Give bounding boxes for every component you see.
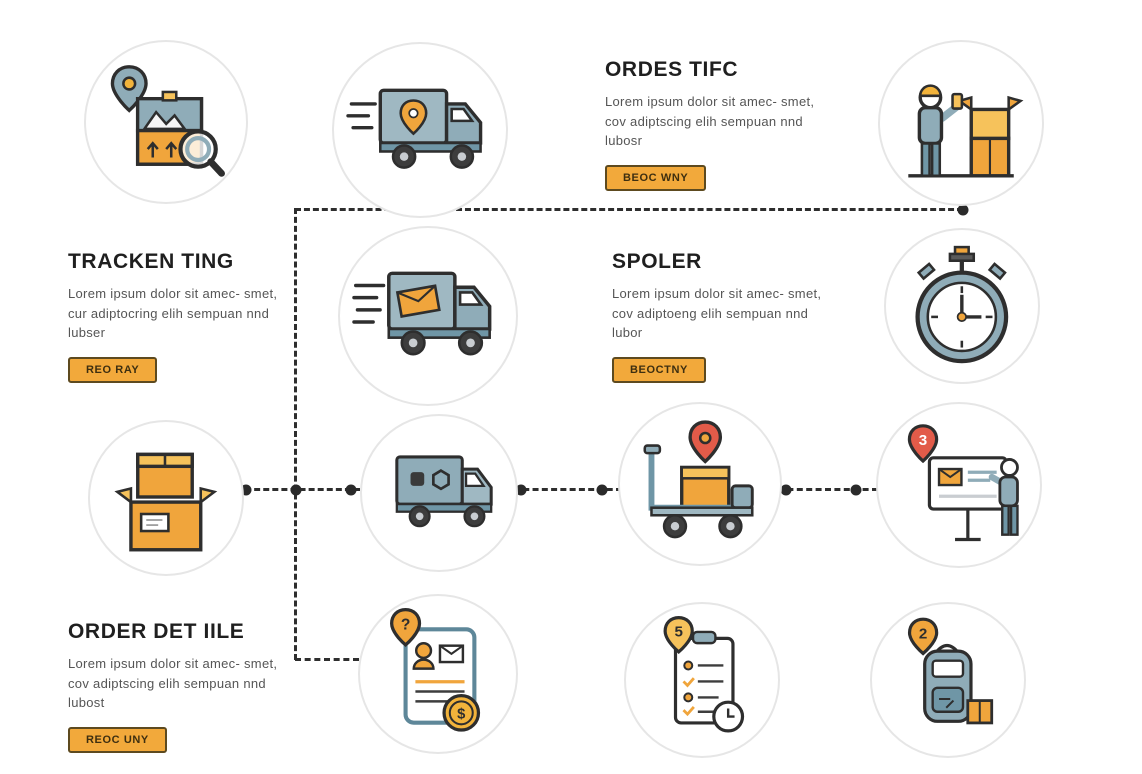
section-order-detile: ORDER DET IILE Lorem ipsum dolor sit ame… (68, 620, 286, 753)
icon-circle-trolley (618, 402, 782, 566)
connector-top-horizontal (295, 208, 963, 211)
section-spoler: SPOLER Lorem ipsum dolor sit amec- smet,… (612, 250, 830, 383)
section-title: SPOLER (612, 250, 702, 273)
clipboard-pin-number: 5 (675, 624, 683, 641)
section-body: Lorem ipsum dolor sit amec- smet, cur ad… (68, 286, 278, 340)
person-packing-boxes-icon (908, 84, 1024, 178)
board-pin-number: 3 (919, 432, 927, 449)
connector-dot (515, 484, 527, 496)
express-mail-truck-icon (352, 271, 492, 356)
icon-circle-invoice: ? $ (358, 594, 518, 754)
section-button[interactable]: REOC UNY (68, 726, 167, 753)
invoice-document-icon: ? $ (390, 608, 481, 733)
section-title: ORDES TIFC (605, 58, 739, 81)
icon-circle-express-truck (338, 226, 518, 406)
section-button[interactable]: BEOCTNY (612, 356, 706, 383)
icon-circle-backpack: 2 (870, 602, 1026, 758)
icon-circle-cargo-truck (360, 414, 518, 572)
section-body: Lorem ipsum dolor sit amec- smet, cov ad… (605, 94, 815, 148)
backpack-pin-number: 2 (919, 625, 927, 642)
connector-dot (345, 484, 357, 496)
icon-circle-boxes (88, 420, 244, 576)
section-button[interactable]: REO RAY (68, 356, 158, 383)
connector-dot (780, 484, 792, 496)
connector-dot (290, 484, 302, 496)
cargo-truck-icon (395, 455, 494, 528)
section-title: ORDER DET IILE (68, 620, 245, 643)
section-body: Lorem ipsum dolor sit amec- smet, cov ad… (612, 286, 822, 340)
connector-left-vertical (294, 208, 297, 660)
stopwatch-icon (915, 245, 1009, 364)
connector-dot (850, 484, 862, 496)
coin-symbol: $ (458, 707, 466, 723)
connector-dot (240, 484, 252, 496)
connector-mid-2 (514, 488, 622, 491)
stacked-boxes-icon (114, 452, 218, 552)
icon-circle-checklist: 5 (624, 602, 780, 758)
icon-circle-presentation: 3 (876, 402, 1042, 568)
connector-mid-3 (778, 488, 878, 491)
section-body: Lorem ipsum dolor sit amec- smet, cov ad… (68, 656, 278, 710)
delivery-truck-location-icon (346, 88, 483, 169)
section-button[interactable]: BEOC WNY (605, 164, 707, 191)
connector-dot (596, 484, 608, 496)
icon-circle-person-packing (878, 40, 1044, 206)
checklist-clock-icon: 5 (663, 616, 745, 733)
icon-circle-truck-location (332, 42, 508, 218)
section-title: TRACKEN TING (68, 250, 234, 273)
backpack-parcel-icon: 2 (908, 617, 994, 725)
presentation-board-icon: 3 (907, 424, 1019, 542)
delivery-trolley-icon (643, 420, 754, 539)
icon-circle-stopwatch (884, 228, 1040, 384)
connector-bottom-left-horizontal (295, 658, 359, 661)
icon-circle-package-search (84, 40, 248, 204)
section-tracken: TRACKEN TING Lorem ipsum dolor sit amec-… (68, 250, 286, 383)
package-location-search-icon (110, 64, 225, 177)
connector-dot (957, 204, 969, 216)
section-ordes: ORDES TIFC Lorem ipsum dolor sit amec- s… (605, 58, 823, 191)
document-pin-glyph: ? (401, 617, 411, 634)
